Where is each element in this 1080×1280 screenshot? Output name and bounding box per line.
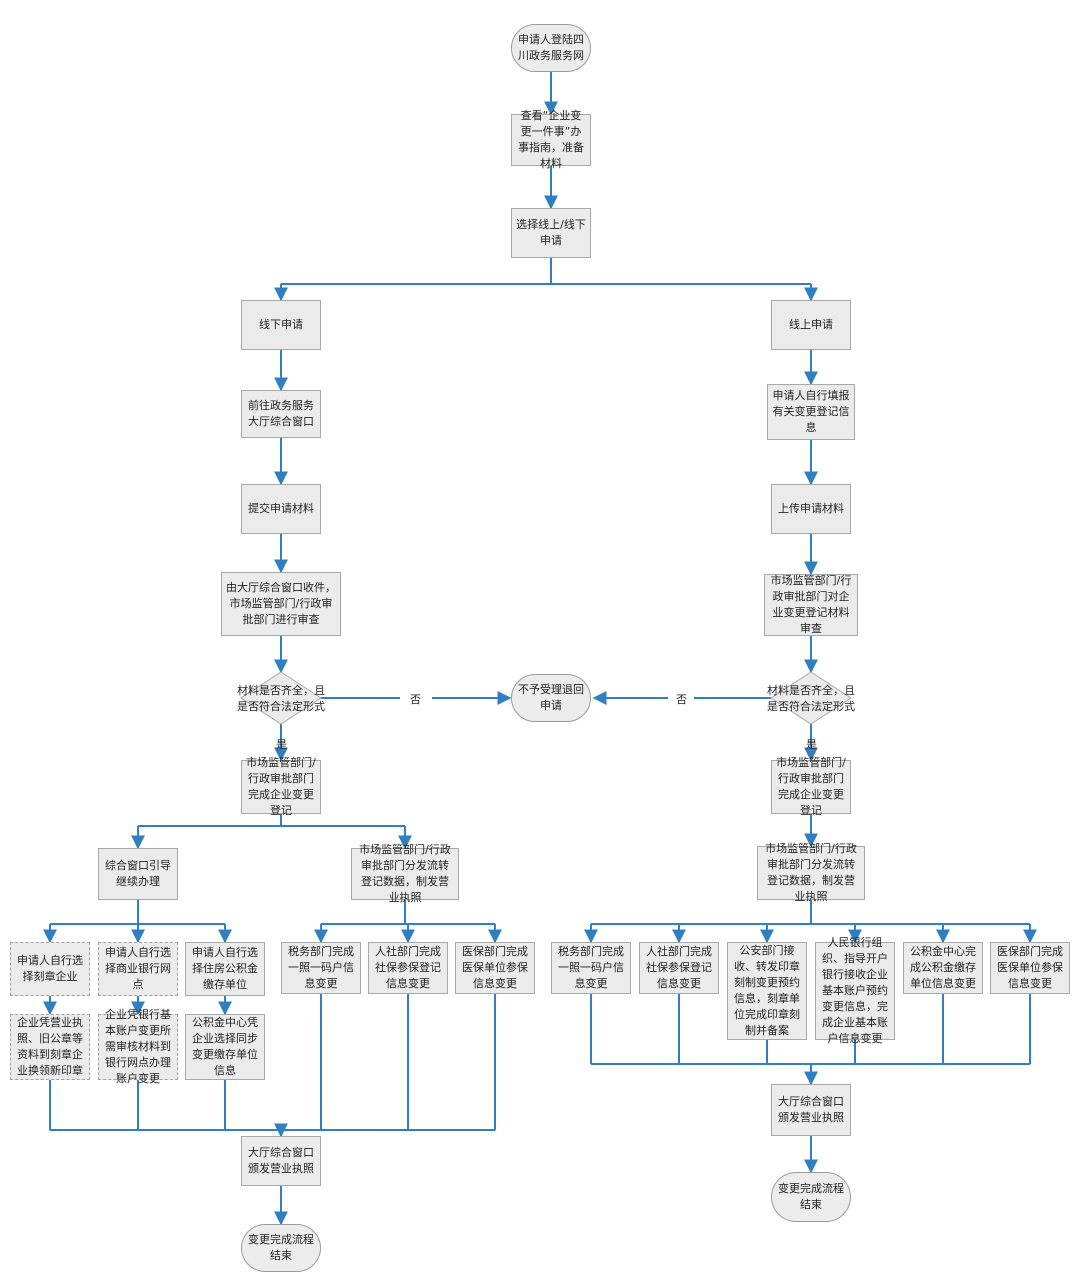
end-left-node: 变更完成流程结束 — [241, 1224, 321, 1272]
decision-left-label: 材料是否齐全，且是否符合法定形式 — [237, 684, 325, 713]
bank-do-node: 企业凭银行基本账户变更所需审核材料到银行网点办理账户变更 — [98, 1008, 178, 1085]
start-node: 申请人登陆四川政务服务网 — [511, 24, 591, 72]
bank-choose-node: 申请人自行选择商业银行网点 — [98, 942, 178, 996]
dist-right-node: 市场监管部门/行政审批部门分发流转登记数据，制发营业执照 — [757, 842, 865, 903]
dist-left-node: 市场监管部门/行政审批部门分发流转登记数据，制发营业执照 — [351, 843, 459, 904]
hall-receive-node: 由大厅综合窗口收件，市场监管部门/行政审批部门进行审查 — [221, 572, 341, 636]
tax-right-node: 税务部门完成一照一码户信息变更 — [551, 942, 631, 994]
complete-right-node: 市场监管部门/行政审批部门完成企业变更登记 — [771, 756, 851, 817]
hr-right-node: 人社部门完成社保参保登记信息变更 — [639, 942, 719, 994]
seal-choose-node: 申请人自行选择刻章企业 — [10, 942, 90, 996]
market-review-node: 市场监管部门/行政审批部门对企业变更登记材料审查 — [764, 574, 858, 636]
decision-diamond-left — [240, 671, 322, 725]
tax-left-node: 税务部门完成一照一码户信息变更 — [281, 942, 361, 994]
reject-node: 不予受理退回申请 — [511, 674, 591, 722]
decision-diamond-right — [770, 671, 852, 725]
fill-info-node: 申请人自行填报有关变更登记信息 — [767, 384, 855, 440]
issue-right-node: 大厅综合窗口颁发营业执照 — [771, 1084, 851, 1136]
med-left-node: 医保部门完成医保单位参保信息变更 — [455, 942, 535, 994]
yes-label-right: 是 — [806, 738, 817, 751]
complete-left-node: 市场监管部门/行政审批部门完成企业变更登记 — [241, 756, 321, 817]
fund-do-node: 公积金中心凭企业选择同步变更缴存单位信息 — [185, 1014, 265, 1080]
upload-node: 上传申请材料 — [771, 484, 851, 534]
pbc-right-node: 人民银行组织、指导开户银行接收企业基本账户预约变更信息，完成企业基本账户信息变更 — [815, 936, 895, 1045]
fund-right-node: 公积金中心完成公积金缴存单位信息变更 — [903, 942, 983, 994]
seal-do-node: 企业凭营业执照、旧公章等资料到刻章企业换领新印章 — [10, 1014, 90, 1080]
submit-node: 提交申请材料 — [241, 484, 321, 534]
no-label-left: 否 — [410, 693, 421, 706]
online-node: 线上申请 — [771, 300, 851, 350]
no-label-right: 否 — [676, 693, 687, 706]
issue-left-node: 大厅综合窗口颁发营业执照 — [241, 1136, 321, 1186]
go-hall-node: 前往政务服务大厅综合窗口 — [241, 390, 321, 438]
decision-right-label: 材料是否齐全，且是否符合法定形式 — [767, 684, 855, 713]
hr-left-node: 人社部门完成社保参保登记信息变更 — [368, 942, 448, 994]
choose-node: 选择线上/线下申请 — [511, 208, 591, 258]
window-guide-node: 综合窗口引导继续办理 — [98, 848, 178, 900]
yes-label-left: 是 — [276, 738, 287, 751]
med-right-node: 医保部门完成医保单位参保信息变更 — [990, 942, 1070, 994]
police-right-node: 公安部门接收、转发印章刻制变更预约信息，刻章单位完成印章刻制并备案 — [727, 942, 807, 1040]
offline-node: 线下申请 — [241, 300, 321, 350]
fund-choose-node: 申请人自行选择住房公积金缴存单位 — [185, 942, 265, 996]
end-right-node: 变更完成流程结束 — [771, 1172, 851, 1222]
guide-node: 查看“企业变更一件事”办事指南，准备材料 — [511, 109, 591, 170]
